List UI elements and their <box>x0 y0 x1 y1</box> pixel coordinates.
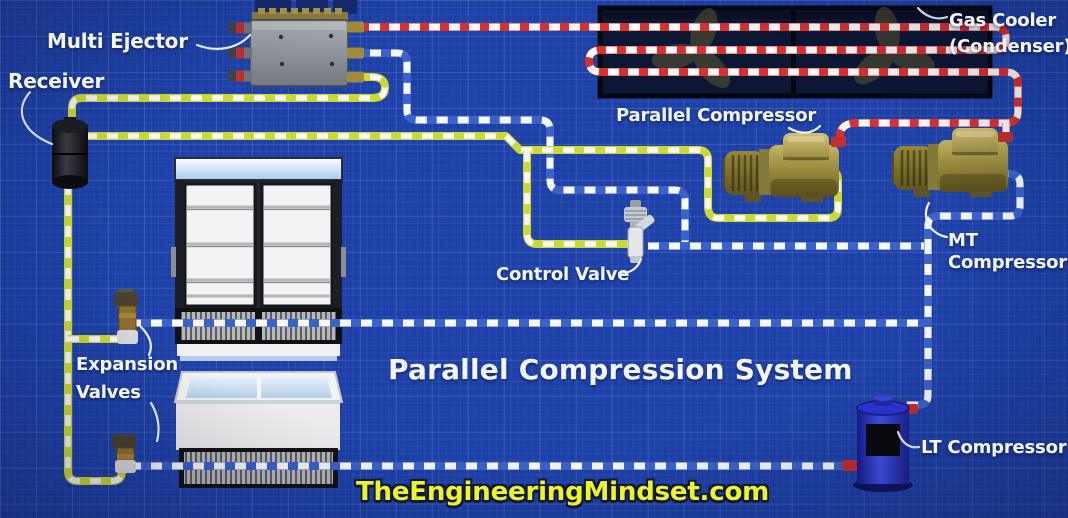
label-expansion-line1: Expansion <box>76 354 179 375</box>
label-control-valve: Control Valve <box>496 264 630 285</box>
multi-ejector <box>228 0 364 87</box>
ejector-inlet-ports <box>228 22 252 82</box>
label-gas-cooler: Gas Cooler (Condenser) <box>949 10 1068 58</box>
diagram-title: Parallel Compression System <box>388 353 853 386</box>
ejector-outlet-ports <box>347 21 364 83</box>
pipe-ejector-suction-line <box>349 49 689 246</box>
expansion-valve-upper <box>114 289 138 344</box>
lt-compressor <box>842 395 918 492</box>
parallel-compressor <box>721 131 846 204</box>
pipe-lt-discharge-riser <box>906 243 932 409</box>
expansion-valve-lower <box>112 434 136 473</box>
label-gas-cooler-line1: Gas Cooler <box>949 10 1057 31</box>
label-multi-ejector: Multi Ejector <box>47 29 188 53</box>
pipe-high-pressure-gas-cooler-loop <box>349 23 1022 143</box>
label-receiver: Receiver <box>8 69 105 93</box>
control-valve <box>624 200 655 263</box>
watermark: TheEngineeringMindset.com <box>356 477 769 507</box>
label-mt-compressor: MT Compressor <box>948 230 1067 274</box>
receiver <box>52 117 88 189</box>
label-expansion-line2: Valves <box>76 382 141 403</box>
label-mt-line2: Compressor <box>948 252 1067 273</box>
label-parallel-compressor: Parallel Compressor <box>616 105 817 126</box>
label-mt-line1: MT <box>948 230 978 251</box>
label-lt-compressor: LT Compressor <box>921 437 1067 458</box>
label-gas-cooler-line2: (Condenser) <box>949 36 1068 57</box>
display-fridge <box>171 157 346 361</box>
pipe-receiver-inlet <box>68 73 389 124</box>
label-leader-lines <box>20 6 949 449</box>
pipe-liquid-line <box>64 184 126 485</box>
chest-freezer <box>173 371 344 488</box>
label-expansion-valves: Expansion Valves <box>76 351 178 407</box>
mt-compressor <box>890 126 1013 199</box>
pipe-mt-suction-loop <box>924 170 1024 250</box>
